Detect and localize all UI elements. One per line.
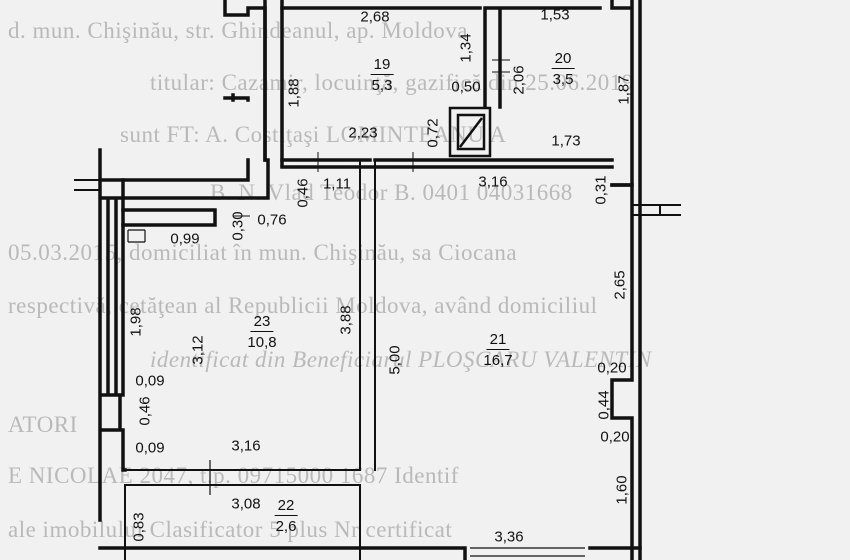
dimension-ticks — [233, 59, 510, 217]
room-area: 2,6 — [275, 518, 297, 536]
dimension-label: 2,65 — [611, 270, 629, 300]
wall-left-shaft — [121, 0, 284, 200]
dimension-label: 0,30 — [229, 211, 247, 241]
room-label-23: 23 10,8 — [247, 313, 276, 352]
dimension-label: 0,50 — [451, 78, 481, 96]
dimension-label: 0,44 — [595, 390, 613, 420]
wall-room-19-20 — [280, 6, 602, 109]
room-label-20: 20 3,5 — [551, 50, 575, 89]
dimension-label: 3,08 — [231, 495, 261, 513]
background-text-line: identificat din Beneficiarul PLOŞCARU VA… — [150, 347, 652, 372]
room-area: 3,5 — [552, 71, 574, 89]
wall-right-lower — [610, 183, 634, 560]
dimension-label: 3,88 — [337, 305, 355, 335]
background-text-line: B. N. Vlad Teodor B. 0401 04031668 — [210, 180, 573, 205]
wall-left-double — [106, 198, 118, 394]
background-text-line: ATORI — [8, 412, 78, 437]
dimension-label: 1,73 — [551, 132, 581, 150]
dimension-label: 1,88 — [285, 78, 303, 108]
background-text-line: respectivă, cetăţean al Republicii Moldo… — [8, 293, 598, 318]
room-label-21: 21 16,7 — [483, 331, 512, 370]
dimension-label: 3,16 — [478, 173, 508, 191]
dimension-label: 0,09 — [135, 372, 165, 390]
dimension-label: 2,68 — [360, 8, 390, 26]
dimension-label: 3,12 — [189, 335, 207, 365]
dimension-label: 1,34 — [457, 33, 475, 63]
background-text-line: 05.03.2015, domiciliat în mun. Chişinău,… — [8, 240, 518, 265]
dimension-label: 0,31 — [592, 175, 610, 205]
window-left — [74, 179, 101, 191]
background-text-line: E NICOLAE 2047, t.p. 09715000 1687 Ident… — [8, 463, 459, 488]
wall-partition-21-23 — [359, 159, 376, 471]
dimension-label: 0,46 — [294, 178, 312, 208]
dimension-label: 0,83 — [130, 512, 148, 542]
dimension-label: 0,46 — [136, 396, 154, 426]
background-text-line: sunt FT: A. Costiţaşi LOMINTEANU A — [120, 122, 507, 147]
dimension-label: 0,76 — [257, 211, 287, 229]
room-number: 20 — [551, 50, 575, 70]
wall-mid-horizontal — [280, 158, 614, 169]
window-right — [631, 204, 681, 216]
dimension-label: 1,60 — [613, 475, 631, 505]
background-text-line: d. mun. Chişinău, str. Ghindeanul, ap. M… — [8, 18, 468, 43]
dimension-label: 0,20 — [597, 359, 627, 377]
wall-partition-23 — [121, 158, 270, 227]
dimension-label: 1,11 — [322, 175, 352, 193]
background-text-line: titular: Cazamir, locuinţă, gazifică din… — [150, 70, 634, 95]
dimension-label: 2,06 — [510, 65, 528, 95]
room-number: 22 — [274, 497, 298, 517]
dimension-label: 5,00 — [386, 345, 404, 375]
dimension-label: 3,16 — [231, 437, 261, 455]
room-label-22: 22 2,6 — [274, 497, 298, 536]
room-number: 21 — [486, 331, 510, 351]
room-area: 16,7 — [483, 352, 513, 370]
dimension-label: 0,09 — [135, 439, 165, 457]
room-area: 5,3 — [371, 77, 393, 95]
dimension-label: 0,72 — [424, 118, 442, 148]
wall-top-left — [223, 0, 267, 162]
dimension-label: 0,20 — [600, 428, 630, 446]
background-text-line: ale imobilului Clasificator 5 plus Nr ce… — [8, 517, 453, 542]
wall-bottom — [98, 546, 642, 560]
dimension-label: 1,53 — [540, 6, 570, 24]
room-label-19: 19 5,3 — [370, 56, 394, 95]
ventilation-shaft — [448, 106, 492, 158]
room-area: 10,8 — [247, 334, 277, 352]
openings — [127, 159, 585, 557]
dimension-label: 3,36 — [494, 528, 524, 546]
dimension-label: 0,99 — [170, 230, 200, 248]
wall-outer-left — [98, 148, 127, 522]
dimension-label: 2,23 — [348, 124, 378, 142]
dimension-label: 1,87 — [615, 75, 633, 105]
room-number: 19 — [370, 56, 394, 76]
dimension-label: 1,98 — [127, 307, 145, 337]
room-number: 23 — [250, 313, 274, 333]
